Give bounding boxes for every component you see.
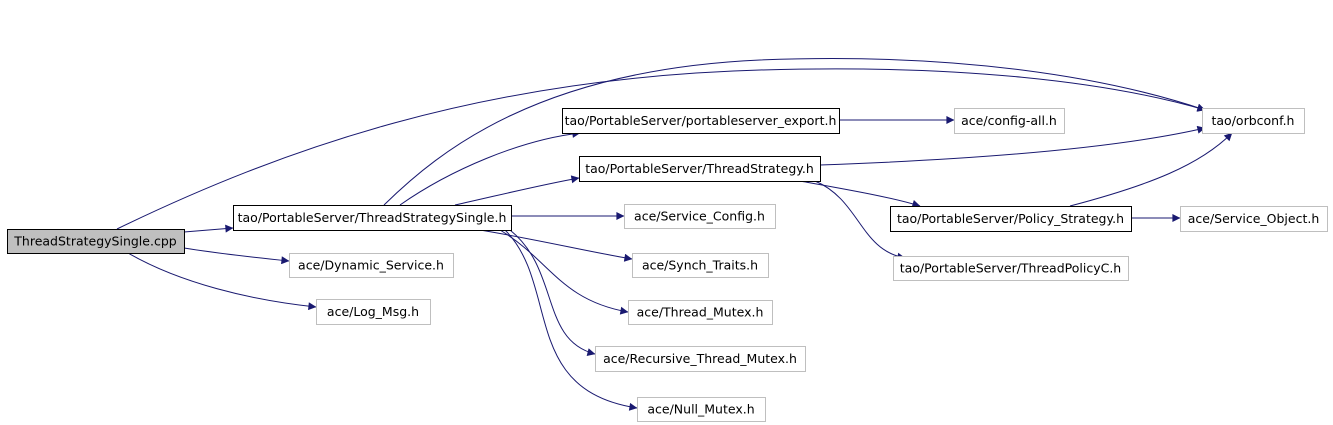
node-orbconf[interactable]: tao/orbconf.h: [1202, 108, 1305, 134]
node-box: [628, 300, 773, 325]
node-label: ace/Dynamic_Service.h: [298, 258, 444, 273]
edge-policy-to-orbconf: [1069, 132, 1233, 207]
node-tss_h[interactable]: tao/PortableServer/ThreadStrategySingle.…: [233, 205, 512, 231]
node-label: ThreadStrategySingle.cpp: [13, 234, 176, 249]
edge-ts_h-to-orbconf: [819, 125, 1206, 166]
edge-tss_h-to-rec_mutex: [509, 229, 596, 356]
node-thr_mutex[interactable]: ace/Thread_Mutex.h: [628, 300, 773, 325]
node-box: [954, 108, 1065, 134]
node-box: [632, 253, 769, 278]
node-label: ace/Service_Object.h: [1188, 211, 1320, 226]
node-log_msg[interactable]: ace/Log_Msg.h: [316, 299, 431, 325]
node-box: [562, 108, 840, 134]
node-box: [624, 204, 776, 229]
node-label: ace/Thread_Mutex.h: [637, 305, 764, 320]
node-dyn_svc[interactable]: ace/Dynamic_Service.h: [289, 253, 454, 278]
node-label: tao/PortableServer/ThreadStrategy.h: [585, 161, 814, 176]
node-label: ace/Recursive_Thread_Mutex.h: [603, 351, 797, 366]
node-label: ace/Log_Msg.h: [327, 304, 419, 319]
node-label: ace/config-all.h: [961, 113, 1057, 128]
node-rec_mutex[interactable]: ace/Recursive_Thread_Mutex.h: [595, 346, 806, 372]
node-ts_h[interactable]: tao/PortableServer/ThreadStrategy.h: [579, 156, 821, 182]
edge-tss_h-to-orbconf: [383, 58, 1206, 206]
node-label: ace/Service_Config.h: [634, 209, 765, 224]
node-ps_export[interactable]: tao/PortableServer/portableserver_export…: [562, 108, 840, 134]
node-box: [893, 256, 1129, 281]
node-synch[interactable]: ace/Synch_Traits.h: [632, 253, 769, 278]
node-svc_obj[interactable]: ace/Service_Object.h: [1180, 206, 1328, 232]
node-null_mutex[interactable]: ace/Null_Mutex.h: [637, 397, 766, 422]
node-label: ace/Null_Mutex.h: [647, 402, 754, 417]
node-box: [289, 253, 454, 278]
node-root: ThreadStrategySingle.cpp: [7, 229, 185, 254]
node-policy[interactable]: tao/PortableServer/Policy_Strategy.h: [890, 206, 1132, 232]
node-box: [637, 397, 766, 422]
edge-root-to-log_msg: [127, 252, 317, 311]
edge-tss_h-to-ps_export: [399, 129, 581, 206]
node-box: [1180, 206, 1328, 232]
edge-ts_h-to-policy: [799, 180, 921, 208]
node-box: [890, 206, 1132, 232]
node-box: [1202, 108, 1305, 134]
node-label: tao/PortableServer/ThreadStrategySingle.…: [238, 210, 507, 225]
edge-root-to-dyn_svc: [183, 247, 290, 265]
node-tpc[interactable]: tao/PortableServer/ThreadPolicyC.h: [893, 256, 1129, 281]
edge-ts_h-to-tpc: [814, 180, 906, 261]
node-label: tao/orbconf.h: [1212, 113, 1295, 128]
node-svc_cfg[interactable]: ace/Service_Config.h: [624, 204, 776, 229]
edge-tss_h-to-synch: [479, 229, 633, 262]
node-box: [7, 229, 185, 254]
edge-root-to-orbconf: [116, 68, 1206, 230]
node-cfg_all[interactable]: ace/config-all.h: [954, 108, 1065, 134]
edge-root-to-tss_h: [183, 224, 234, 233]
edge-tss_h-to-ts_h: [454, 175, 580, 206]
node-label: ace/Synch_Traits.h: [642, 258, 758, 273]
edge-tss_h-to-null_mutex: [504, 229, 638, 411]
node-label: tao/PortableServer/Policy_Strategy.h: [897, 211, 1124, 226]
node-box: [595, 346, 806, 372]
node-box: [233, 205, 512, 231]
node-box: [579, 156, 821, 182]
node-box: [316, 299, 431, 325]
node-label: tao/PortableServer/portableserver_export…: [565, 113, 837, 128]
node-label: tao/PortableServer/ThreadPolicyC.h: [900, 261, 1121, 276]
edge-tss_h-to-thr_mutex: [499, 229, 629, 315]
